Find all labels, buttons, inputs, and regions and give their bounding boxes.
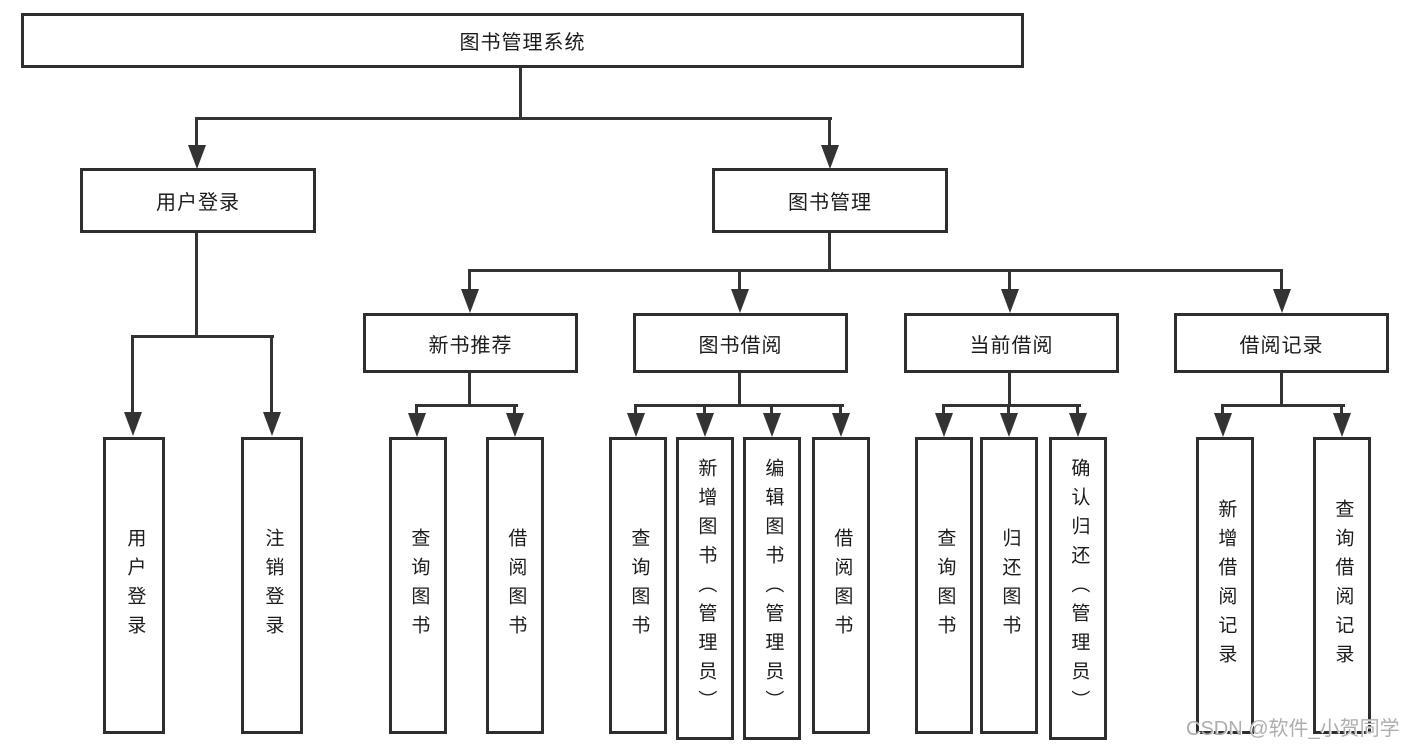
leaf-return-books-label: 归还图书	[999, 527, 1021, 644]
connector-user-login-stem	[195, 117, 198, 145]
connector-current-leaf2-stem	[1007, 404, 1010, 416]
leaf-newbook-query-books-label: 查询图书	[408, 527, 430, 644]
arrow-newbook-leaf2-icon	[506, 413, 524, 437]
connector-root-stem	[519, 68, 522, 118]
node-user-login: 用户登录	[80, 168, 316, 233]
connector-records-branch	[1221, 404, 1345, 407]
csdn-watermark: CSDN @软件_小贺同学	[1186, 718, 1400, 740]
arrow-borrow-leaf4-icon	[832, 413, 850, 437]
leaf-current-query-books-label: 查询图书	[934, 527, 956, 644]
connector-current-leaf1-stem	[942, 404, 945, 416]
connector-borrow-leaf2-stem	[703, 404, 706, 416]
connector-borrow-leaf4-stem	[839, 404, 842, 416]
node-book-management: 图书管理	[712, 168, 948, 233]
leaf-query-borrow-record-label: 查询借阅记录	[1332, 498, 1354, 673]
leaf-newbook-query-books: 查询图书	[389, 437, 447, 734]
leaf-borrow-query-books: 查询图书	[609, 437, 667, 734]
leaf-borrow-query-books-label: 查询图书	[628, 527, 650, 644]
node-new-book-recommend-label: 新书推荐	[428, 334, 513, 357]
connector-newbook-leaf2-stem	[513, 404, 516, 416]
connector-newbook-down	[468, 372, 471, 406]
connector-records-down	[1280, 372, 1283, 406]
connector-borrow-stem	[738, 269, 741, 291]
arrow-current-leaf3-icon	[1069, 413, 1087, 437]
node-library-system-label: 图书管理系统	[459, 32, 586, 54]
arrow-borrow-leaf2-icon	[696, 413, 714, 437]
connector-newbook-leaf1-stem	[415, 404, 418, 416]
node-borrow-records: 借阅记录	[1174, 313, 1389, 373]
node-borrow-records-label: 借阅记录	[1239, 334, 1324, 357]
connector-book-mgmt-stem	[828, 117, 831, 145]
connector-mgmt-down	[828, 233, 831, 271]
arrow-newbook-icon	[461, 289, 479, 313]
arrow-login-leaf2-icon	[263, 412, 281, 436]
leaf-logout-label: 注销登录	[262, 527, 284, 644]
connector-borrow-branch	[634, 404, 844, 407]
leaf-add-book-admin: 新增图书（管理员）	[676, 437, 734, 740]
arrow-records-leaf1-icon	[1214, 413, 1232, 437]
connector-mgmt-branch	[468, 269, 1283, 272]
node-current-borrow-label: 当前借阅	[969, 334, 1054, 357]
leaf-current-query-books: 查询图书	[915, 437, 973, 734]
arrow-current-leaf1-icon	[935, 413, 953, 437]
connector-login-down	[195, 233, 198, 337]
node-new-book-recommend: 新书推荐	[363, 313, 578, 373]
node-library-system: 图书管理系统	[21, 13, 1024, 68]
connector-borrow-leaf3-stem	[770, 404, 773, 416]
leaf-newbook-borrow-books-label: 借阅图书	[505, 527, 527, 644]
node-current-borrow: 当前借阅	[904, 313, 1119, 373]
leaf-user-login: 用户登录	[103, 437, 165, 734]
connector-login-branch	[131, 335, 274, 338]
connector-current-branch	[942, 404, 1081, 407]
connector-root-branch	[195, 117, 832, 120]
leaf-logout: 注销登录	[241, 437, 303, 734]
connector-current-down	[1008, 372, 1011, 406]
leaf-add-borrow-record-label: 新增借阅记录	[1215, 498, 1237, 673]
arrow-borrow-icon	[731, 289, 749, 313]
leaf-add-book-admin-label: 新增图书（管理员）	[695, 458, 717, 719]
node-book-management-label: 图书管理	[788, 192, 872, 214]
arrow-login-leaf1-icon	[124, 412, 142, 436]
arrow-records-icon	[1273, 289, 1291, 313]
leaf-edit-book-admin: 编辑图书（管理员）	[743, 437, 801, 740]
arrow-records-leaf2-icon	[1333, 413, 1351, 437]
connector-borrow-down	[738, 372, 741, 406]
leaf-newbook-borrow-books: 借阅图书	[486, 437, 544, 734]
arrow-newbook-leaf1-icon	[408, 413, 426, 437]
connector-current-stem	[1008, 269, 1011, 291]
connector-login-leaf1-stem	[131, 335, 134, 414]
connector-records-leaf1-stem	[1221, 404, 1224, 416]
node-user-login-label: 用户登录	[156, 192, 240, 214]
connector-current-leaf3-stem	[1076, 404, 1079, 416]
connector-newbook-stem	[468, 269, 471, 291]
arrow-borrow-leaf3-icon	[763, 413, 781, 437]
leaf-query-borrow-record: 查询借阅记录	[1313, 437, 1371, 734]
leaf-add-borrow-record: 新增借阅记录	[1196, 437, 1254, 734]
connector-newbook-branch	[415, 404, 518, 407]
leaf-user-login-label: 用户登录	[124, 527, 146, 644]
connector-borrow-leaf1-stem	[634, 404, 637, 416]
connector-login-leaf2-stem	[270, 335, 273, 414]
connector-records-leaf2-stem	[1340, 404, 1343, 416]
arrow-user-login-icon	[188, 145, 206, 169]
arrow-book-mgmt-icon	[821, 145, 839, 169]
leaf-return-books: 归还图书	[980, 437, 1038, 734]
leaf-borrow-books-label: 借阅图书	[831, 527, 853, 644]
node-book-borrow-label: 图书借阅	[698, 334, 783, 357]
leaf-confirm-return-admin: 确认归还（管理员）	[1049, 437, 1107, 740]
connector-records-stem	[1280, 269, 1283, 291]
arrow-current-icon	[1001, 289, 1019, 313]
leaf-borrow-books: 借阅图书	[812, 437, 870, 734]
node-book-borrow: 图书借阅	[633, 313, 848, 373]
leaf-edit-book-admin-label: 编辑图书（管理员）	[762, 458, 784, 719]
arrow-borrow-leaf1-icon	[627, 413, 645, 437]
leaf-confirm-return-admin-label: 确认归还（管理员）	[1068, 458, 1090, 719]
arrow-current-leaf2-icon	[1000, 413, 1018, 437]
